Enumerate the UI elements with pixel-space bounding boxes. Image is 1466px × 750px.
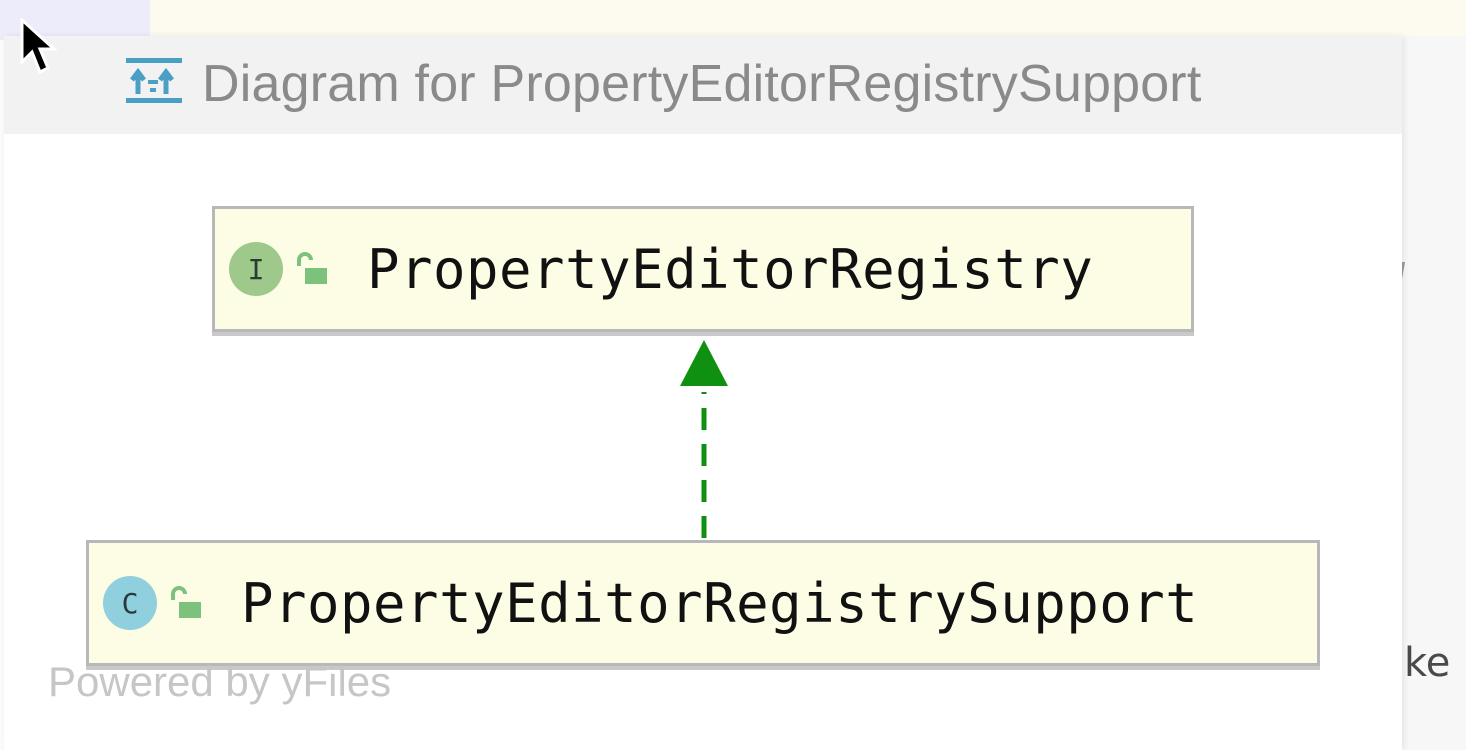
- class-diagram-icon: [126, 58, 182, 103]
- popup-header[interactable]: Diagram for PropertyEditorRegistrySuppor…: [4, 36, 1402, 134]
- interface-icon: I: [229, 242, 283, 296]
- diagram-node-interface[interactable]: I PropertyEditorRegistry: [212, 206, 1194, 332]
- diagram-node-class[interactable]: C PropertyEditorRegistrySupport: [86, 540, 1320, 666]
- node-name: PropertyEditorRegistrySupport: [241, 571, 1199, 635]
- background-partial-text: ke: [1404, 640, 1451, 686]
- public-lock-icon: [171, 586, 201, 618]
- implements-edge: [680, 340, 728, 538]
- background-editor-area: [1402, 36, 1466, 750]
- class-icon: C: [103, 576, 157, 630]
- node-name: PropertyEditorRegistry: [367, 237, 1094, 301]
- diagram-popup[interactable]: Diagram for PropertyEditorRegistrySuppor…: [4, 36, 1402, 750]
- public-lock-icon: [297, 252, 327, 284]
- edge-arrowhead: [680, 340, 728, 386]
- popup-title: Diagram for PropertyEditorRegistrySuppor…: [202, 55, 1202, 113]
- powered-by-watermark: Powered by yFiles: [48, 658, 392, 705]
- diagram-canvas[interactable]: I PropertyEditorRegistry C PropertyEdito…: [4, 134, 1402, 750]
- mouse-cursor-icon: [20, 18, 58, 75]
- editor-background-strip: [0, 0, 1466, 40]
